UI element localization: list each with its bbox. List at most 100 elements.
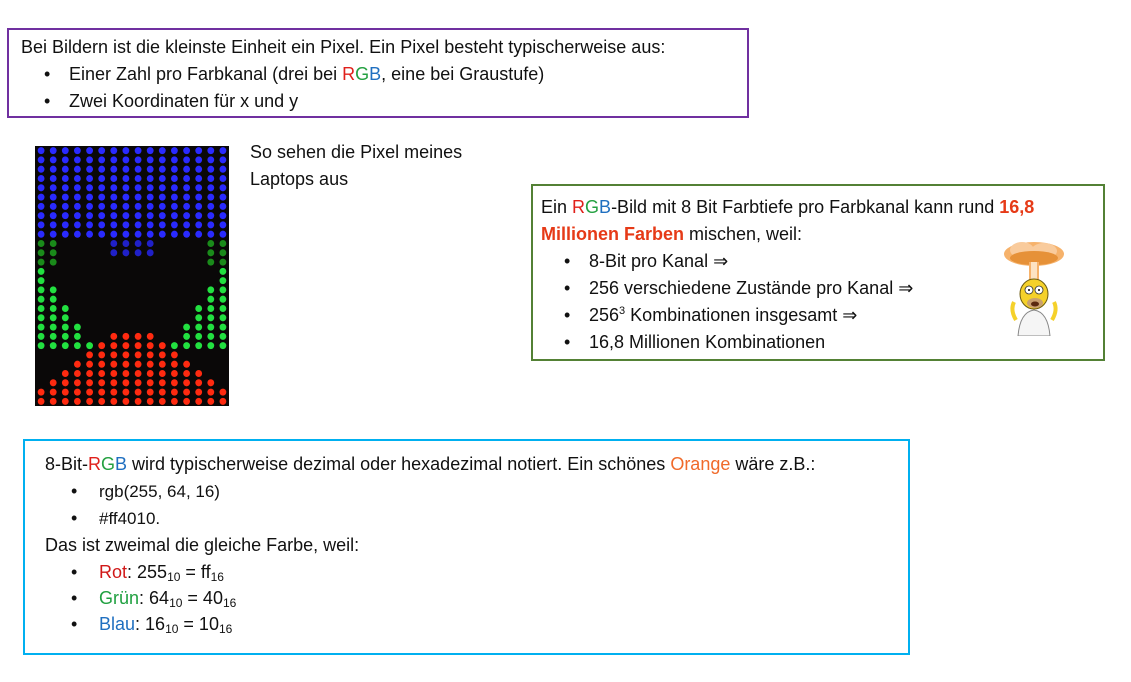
led-pixel [122,360,130,368]
rgb-b-letter: B [599,197,612,217]
led-pixel [74,323,81,331]
led-pixel [98,397,106,405]
led-pixel [207,332,215,340]
led-pixel [37,184,45,192]
led-pixel [207,323,215,331]
rgb-g-letter: G [585,197,600,217]
led-pixel [134,202,142,210]
led-pixel [74,184,81,192]
led-pixel [110,193,118,201]
led-pixel [158,342,166,350]
led-pixel [98,379,106,387]
led-pixel [183,342,191,350]
led-pixel [134,239,142,248]
led-pixel [122,351,130,359]
led-pixel [183,165,191,173]
led-pixel [171,388,178,396]
led-pixel [207,388,215,396]
led-pixel [37,397,45,405]
led-pixel [171,230,178,238]
led-pixel [98,174,106,183]
led-pixel [122,221,130,229]
led-pixel [158,388,166,396]
led-pixel [171,360,178,368]
led-pixel [49,147,57,155]
led-pixel [146,212,154,220]
led-pixel [171,174,178,183]
list-item: Rot: 25510 = ff16 [45,559,888,585]
led-pixel [74,397,81,405]
led-pixel [110,239,118,248]
text-segment: wird typischerweise dezimal oder hexadez… [127,454,671,474]
led-pixel [98,184,106,192]
led-pixel [195,304,203,313]
led-pixel [219,202,227,210]
led-pixel [183,379,191,387]
led-pixel [134,221,142,229]
led-pixel [86,212,93,220]
led-pixel [86,165,93,173]
led-pixel [207,314,215,322]
list-item: 16,8 Millionen Kombinationen [541,329,1095,356]
led-pixel [146,397,154,405]
exploding-head-cartoon-icon [1004,242,1064,336]
led-pixel [37,212,45,220]
list-item-text: Einer Zahl pro Farbkanal (drei bei [69,64,343,84]
led-pixel [171,342,178,350]
list-item-text: Zwei Koordinaten für x und y [69,91,299,111]
led-pixel [61,212,69,220]
notation-examples-list: rgb(255, 64, 16) #ff4010. [45,478,888,532]
led-pixel [171,369,178,378]
led-pixel [171,165,178,173]
led-pixel [183,156,191,164]
rgb-code: rgb(255, 64, 16) [99,482,220,501]
led-pixel [49,230,57,238]
led-pixel [183,174,191,183]
led-pixel [110,212,118,220]
led-pixel [219,156,227,164]
hex-value: = 40 [182,588,223,608]
led-pixel [183,184,191,192]
list-item: Einer Zahl pro Farbkanal (drei bei RGB, … [21,61,735,88]
led-pixel [195,202,203,210]
led-pixel [195,156,203,164]
led-pixel [37,388,45,396]
led-pixel [122,202,130,210]
text-segment: 8-Bit- [45,454,89,474]
rgb-g-letter: G [101,454,116,474]
led-pixel [171,212,178,220]
led-pixel [195,397,203,405]
led-pixel [110,221,118,229]
led-pixel [219,388,227,396]
led-pixel [158,165,166,173]
led-pixel [219,249,227,257]
led-pixel [61,202,69,210]
led-pixel [134,388,142,396]
decimal-value: : 64 [139,588,170,608]
led-pixel [37,286,45,294]
led-pixel [37,277,45,285]
led-pixel [98,360,106,368]
led-pixel [37,332,45,340]
green-label: Grün [99,588,140,608]
reason-list: 8-Bit pro Kanal ⇒ 256 verschiedene Zustä… [541,248,1095,356]
led-pixel [49,379,57,387]
led-pixel [74,369,81,378]
led-pixel [195,184,203,192]
led-pixel [219,174,227,183]
text-segment: mischen, weil: [684,224,803,244]
led-pixel [122,342,130,350]
led-pixel [183,212,191,220]
led-pixel [98,147,106,155]
led-pixel [49,304,57,313]
led-pixel [207,258,215,266]
led-pixel [61,388,69,396]
led-pixel [219,332,227,340]
led-pixel [61,230,69,238]
led-pixel [134,230,142,238]
led-pixel [146,369,154,378]
led-pixel [110,332,118,340]
list-item: 2563 Kombinationen insgesamt ⇒ [541,302,1095,329]
led-pixel [219,397,227,405]
led-pixel [207,230,215,238]
